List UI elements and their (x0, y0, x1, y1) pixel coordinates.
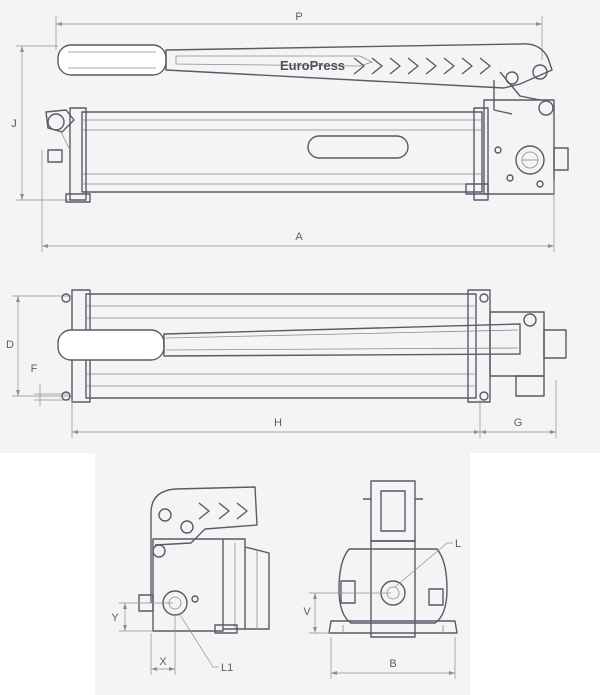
dimension-h: H (71, 400, 481, 438)
dimension-p-label: P (295, 11, 302, 23)
side-and-top-view-panel: P J EuroPress (0, 0, 600, 453)
foot-left (65, 193, 91, 203)
release-valve (553, 147, 569, 171)
dimension-x: X (150, 615, 176, 675)
dimension-y: Y (111, 602, 173, 632)
pump-side-view: EuroPress (45, 43, 569, 203)
dimension-v-label: V (303, 606, 311, 618)
lever-end (370, 480, 416, 542)
base-plate (328, 620, 458, 634)
chevron-marks (353, 57, 491, 75)
pump-column (370, 540, 416, 638)
dimension-j: J (11, 45, 70, 201)
dimension-g-label: G (514, 417, 523, 429)
dimension-b: B (330, 637, 456, 679)
pump-head-detail (138, 486, 270, 634)
lever-arm (165, 43, 553, 89)
dimension-d-label: D (6, 339, 14, 351)
head-block-detail (152, 538, 224, 632)
dimension-y-label: Y (111, 612, 119, 624)
pump-top-view (57, 289, 567, 403)
handle-grip (57, 44, 167, 76)
dimension-h-label: H (274, 417, 282, 429)
reservoir-window (307, 135, 409, 159)
dimension-j-label: J (11, 118, 17, 130)
outlet-port (515, 145, 545, 175)
filler-valve (45, 109, 75, 163)
reservoir-tube (81, 111, 483, 193)
dimension-v: V (303, 592, 391, 634)
foot-right (465, 183, 489, 195)
outlet-fitting-top (515, 375, 545, 397)
leader-l-label: L (455, 538, 461, 550)
dimension-b-label: B (389, 658, 396, 670)
pump-end-view (328, 480, 458, 638)
pump-head-block (483, 99, 555, 195)
leader-l1: L1 (178, 612, 233, 674)
dimension-f-label: F (31, 363, 38, 375)
release-valve-top (543, 329, 567, 359)
head-body-end (338, 548, 448, 624)
detail-views-panel: Y X L1 (95, 453, 470, 695)
dimension-x-label: X (159, 656, 167, 668)
lever-arm-top (163, 323, 521, 357)
detail-views-drawing: Y X L1 (111, 480, 461, 679)
leader-l: L (394, 538, 461, 588)
dimension-a-label: A (295, 231, 303, 243)
dimension-p: P (55, 11, 543, 60)
dimension-g: G (480, 380, 557, 438)
brand-label: EuroPress (280, 58, 345, 73)
handle-grip-top (57, 329, 165, 361)
dimension-a: A (41, 150, 555, 252)
side-and-top-view-drawing: P J EuroPress (6, 11, 569, 438)
leader-l1-label: L1 (221, 662, 233, 674)
